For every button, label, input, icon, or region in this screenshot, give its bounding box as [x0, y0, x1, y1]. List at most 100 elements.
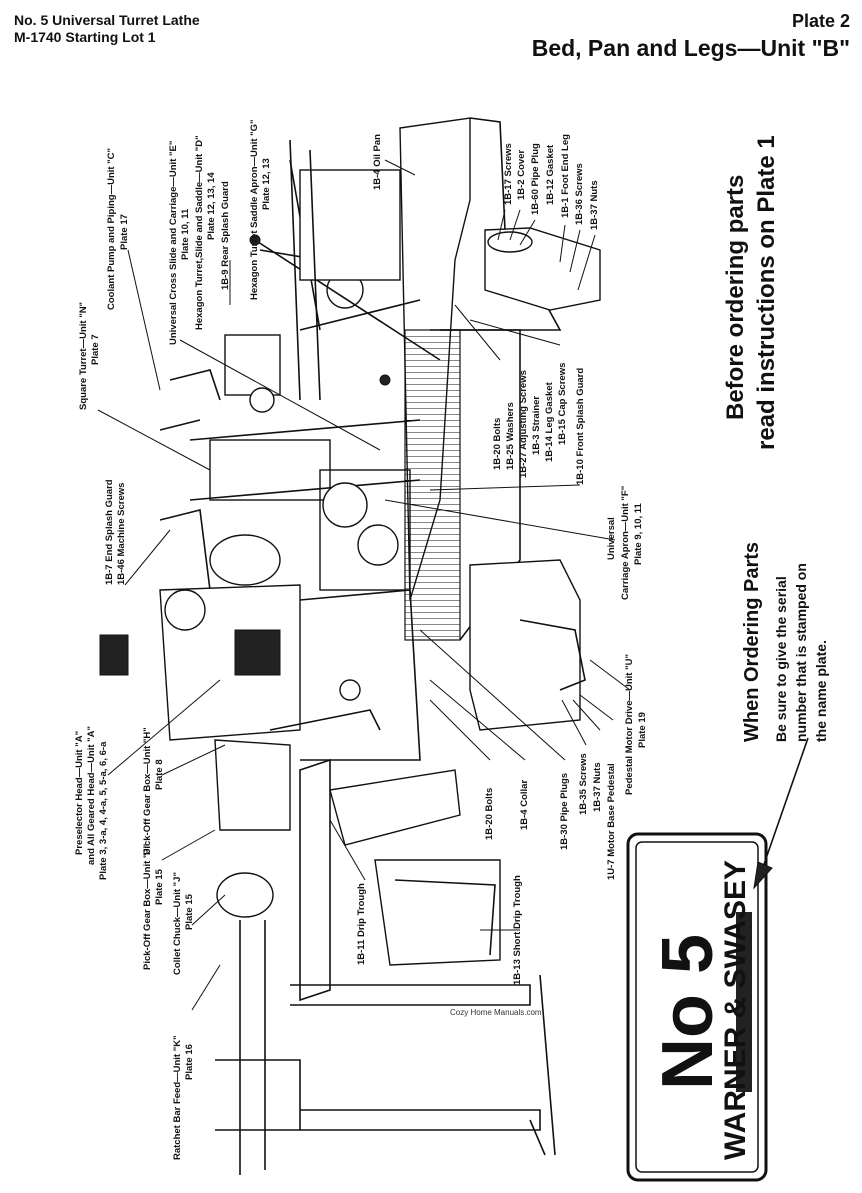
- label-rear-guard: 1B-9 Rear Splash Guard: [220, 181, 231, 290]
- label-cross-slide: Universal Cross Slide and Carriage—Unit …: [168, 141, 179, 345]
- gear-box-handle: [269, 709, 381, 731]
- label-motor-drive-plate: Plate 19: [637, 712, 648, 748]
- label-carriage-l3: Plate 9, 10, 11: [633, 502, 644, 565]
- label-collet-chuck: Collet Chuck—Unit "J": [172, 872, 183, 975]
- short-drip-trough-inner: [394, 879, 496, 956]
- drip-trough: [299, 758, 331, 1002]
- label-collet-l2: Plate 15: [154, 868, 165, 905]
- label-motor-pedestal: 1U-7 Motor Base Pedestal: [606, 763, 617, 880]
- lot-number: M-1740 Starting Lot 1: [14, 29, 156, 45]
- label-square-turret: Square Turret—Unit "N": [78, 302, 89, 410]
- chuck-top: [209, 534, 281, 586]
- label-collet-chuck-plate: Plate 15: [184, 893, 195, 930]
- nameplate-outer: [626, 832, 768, 1182]
- part-labels: 1B-4 Oil Pan 1B-17 Screws 1B-2 Cover 1B-…: [74, 119, 648, 1160]
- square-turret: [224, 334, 281, 396]
- label-turret-slide: Hexagon Turret,Slide and Saddle—Unit "D": [194, 135, 205, 330]
- label-oil-pan: 1B-4 Oil Pan: [372, 134, 383, 190]
- label-gear-box: Pick-Off Gear Box—Unit "H": [142, 727, 153, 855]
- apron-handwheel-2: [357, 524, 399, 566]
- collet-chuck: [216, 872, 274, 918]
- label-coolant-plate: Plate 17: [119, 214, 130, 250]
- label-carriage-l1: Universal: [606, 517, 617, 560]
- label-washers-25: 1B-25 Washers: [505, 402, 516, 470]
- label-front-guard: 1B-10 Front Splash Guard: [575, 368, 586, 485]
- label-gear-box-plate: Plate 8: [154, 759, 165, 790]
- lever-knob-2: [249, 234, 261, 246]
- label-carriage-l2: Carriage Apron—Unit "F": [620, 486, 631, 600]
- label-machine-screws: 1B-46 Machine Screws: [116, 483, 127, 585]
- coolant-nozzle: [249, 387, 275, 413]
- short-drip-trough: [374, 859, 501, 966]
- label-preselector-l1: Preselector Head—Unit "A": [74, 731, 85, 855]
- label-adjusting-screws: 1B-27 Adjusting Screws: [518, 370, 529, 478]
- label-pipe-plugs-30: 1B-30 Pipe Plugs: [559, 773, 570, 850]
- document-header-left: No. 5 Universal Turret Lathe M-1740 Star…: [14, 12, 200, 46]
- label-motor-drive: Pedestal Motor Drive—Unit "U": [624, 654, 635, 795]
- bar-feed-leg-upper: [290, 984, 531, 1006]
- front-splash-guard: [404, 329, 461, 641]
- lever-knob-3: [379, 374, 391, 386]
- label-nuts-37b: 1B-37 Nuts: [592, 762, 603, 812]
- nameplate-arrow: [761, 737, 809, 871]
- label-collar: 1B-4 Collar: [519, 780, 530, 830]
- label-screws-36: 1B-36 Screws: [574, 163, 585, 225]
- label-collet-l1: Pick-Off Gear Box—Unit "J": [142, 844, 153, 970]
- plate-number: Plate 2: [791, 11, 850, 31]
- bar-feed-rod: [239, 920, 266, 1175]
- headstock-nameplate: [234, 629, 281, 676]
- label-ratchet-plate: Plate 16: [184, 1044, 195, 1080]
- label-cap-screws: 1B-15 Cap Screws: [557, 363, 568, 445]
- label-nuts-37: 1B-37 Nuts: [589, 180, 600, 230]
- gear-box-plug: [339, 679, 361, 701]
- label-drip-trough: 1B-11 Drip Trough: [356, 883, 367, 965]
- pick-off-gear-housing: [214, 739, 291, 831]
- machine-name: No. 5 Universal Turret Lathe: [14, 12, 200, 28]
- nameplate-number: No 5: [648, 934, 728, 1090]
- bar-feed-stand: [529, 974, 556, 1156]
- label-gasket: 1B-12 Gasket: [545, 144, 556, 205]
- notice-before-line1: Before ordering parts: [722, 175, 749, 420]
- document-header-right: Plate 2 Bed, Pan and Legs—Unit "B": [532, 10, 850, 62]
- label-screws-35: 1B-35 Screws: [578, 753, 589, 815]
- bed-base: [329, 769, 461, 846]
- nameplate: No 5 WARNER & SWASEY: [626, 832, 768, 1182]
- watermark: Cozy Home Manuals.com: [450, 1008, 542, 1017]
- label-preselector-l3: Plate 3, 3-a, 4, 4-a, 5, 5-a, 6, 6-a: [98, 741, 109, 880]
- notice-when-title: When Ordering Parts: [741, 542, 763, 742]
- gear-box: [299, 589, 421, 761]
- label-leg-gasket: 1B-14 Leg Gasket: [544, 381, 555, 462]
- label-cover: 1B-2 Cover: [516, 150, 527, 200]
- pedestal-bracket: [519, 619, 586, 691]
- label-strainer: 1B-3 Strainer: [531, 396, 542, 455]
- preselector-knob: [99, 634, 129, 676]
- carriage-ways: [189, 419, 421, 501]
- apron-handwheel-1: [322, 482, 368, 528]
- nameplate-inner: [635, 841, 759, 1173]
- label-turret-slide-plate: Plate 12, 13, 14: [206, 172, 217, 240]
- label-saddle-apron-plate: Plate 12, 13: [261, 158, 272, 210]
- label-bolts-20b: 1B-20 Bolts: [484, 788, 495, 840]
- notice-when-line2: number that is stamped on: [793, 563, 809, 742]
- notice-when-line1: Be sure to give the serial: [773, 576, 789, 742]
- bar-feed-leg-lower: [300, 1109, 541, 1131]
- label-coolant: Coolant Pump and Piping—Unit "C": [106, 148, 117, 310]
- label-ratchet: Ratchet Bar Feed—Unit "K": [172, 1035, 183, 1160]
- end-splash-guard: [159, 509, 211, 601]
- label-screws-17: 1B-17 Screws: [503, 143, 514, 205]
- page-title: Bed, Pan and Legs—Unit "B": [531, 35, 850, 61]
- turret-slide-rods: [289, 139, 321, 401]
- turret-saddle: [299, 169, 401, 281]
- headstock-dial: [164, 589, 206, 631]
- notice-before-line2: read instructions on Plate 1: [753, 135, 780, 450]
- motor-pedestal: [469, 559, 581, 731]
- carriage-apron: [319, 469, 411, 591]
- nameplate-maker: WARNER & SWASEY: [719, 860, 752, 1160]
- lathe-illustration: [99, 117, 601, 1175]
- label-preselector-l2: and All Geared Head—Unit "A": [86, 726, 97, 865]
- leg-cover: [487, 231, 533, 253]
- coolant-piping: [159, 369, 221, 431]
- notice-when-line3: the name plate.: [813, 640, 829, 742]
- nameplate-serial-strip: [736, 912, 752, 1092]
